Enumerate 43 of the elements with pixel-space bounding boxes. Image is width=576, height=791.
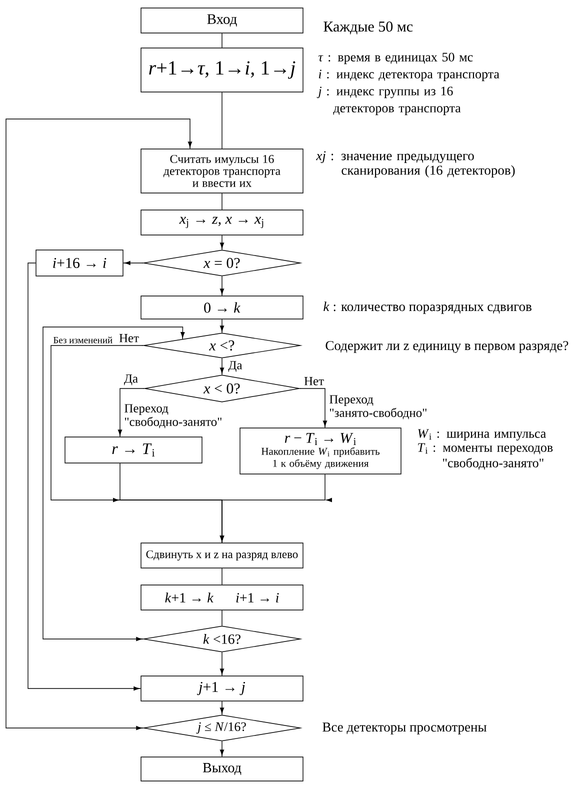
note-text: j : индекс группы из 16 детекторов транспорта bbox=[316, 86, 461, 116]
note-text: i : индекс детектора транспорта bbox=[318, 70, 500, 82]
process-box: i+16 → i bbox=[36, 250, 124, 276]
arrow bbox=[220, 319, 224, 333]
process-box: r → T$_{i}$ bbox=[64, 436, 202, 464]
note-text: Каждые 50 мс bbox=[324, 22, 413, 34]
arrow bbox=[220, 474, 332, 543]
process-box: 0 → k bbox=[140, 296, 304, 320]
arrow bbox=[220, 741, 224, 757]
arrow bbox=[42, 326, 185, 642]
process-box: Считать имульсы 16 детекторов транспорта и ввести их bbox=[140, 148, 304, 194]
process-box: j+1 → j bbox=[140, 676, 304, 702]
arrow bbox=[220, 701, 224, 715]
branch-label: Без изменений bbox=[53, 336, 112, 344]
arrow bbox=[300, 388, 328, 428]
note-text: T$_{i}$ : моменты переходов "свободно-занято" bbox=[418, 443, 553, 470]
arrow bbox=[220, 276, 224, 296]
arrow bbox=[220, 235, 224, 250]
process-box: x$_{j}$ → z, x → x$_{j}$ bbox=[140, 210, 304, 236]
arrow bbox=[6, 118, 192, 730]
process-box: r+1→τ, 1→i, 1→j bbox=[140, 48, 304, 92]
edge-label: Да bbox=[227, 360, 244, 373]
branch-label: Переход "свободно-занято" bbox=[124, 404, 222, 428]
note-text: Все детекторы просмотрены bbox=[322, 722, 486, 734]
arrow bbox=[118, 388, 144, 437]
arrow bbox=[220, 652, 224, 676]
arrow bbox=[28, 262, 141, 691]
note-text: τ : время в единицах 50 мс bbox=[318, 52, 473, 64]
process-box: k+1 → k i+1 → i bbox=[140, 584, 304, 610]
note-text: W$_{i}$ : ширина импульса bbox=[418, 429, 546, 441]
arrow bbox=[123, 260, 144, 266]
branch-label: Переход "занято-свободно" bbox=[330, 395, 426, 420]
edge-label: Нет bbox=[118, 333, 140, 344]
process-box: r − T$_{i}$ → W$_{i}$ Накопление W$_{i}$ прибавить 1 к объёму движения bbox=[240, 428, 402, 474]
edge-label: Да bbox=[122, 373, 140, 386]
terminal-box: Вход bbox=[140, 8, 304, 34]
edge-label: Нет bbox=[302, 376, 326, 386]
process-box: Сдвинуть x и z на разряд влево bbox=[140, 542, 304, 568]
note-text: k : количество поразрядных сдвигов bbox=[324, 302, 532, 314]
note-text: Содержит ли z единицу в первом разряде? bbox=[326, 341, 568, 353]
note-text: xj : значение предыдущего сканирования (16 детекторов) bbox=[316, 151, 515, 178]
terminal-box: Выход bbox=[140, 756, 304, 782]
arrow bbox=[220, 358, 224, 375]
